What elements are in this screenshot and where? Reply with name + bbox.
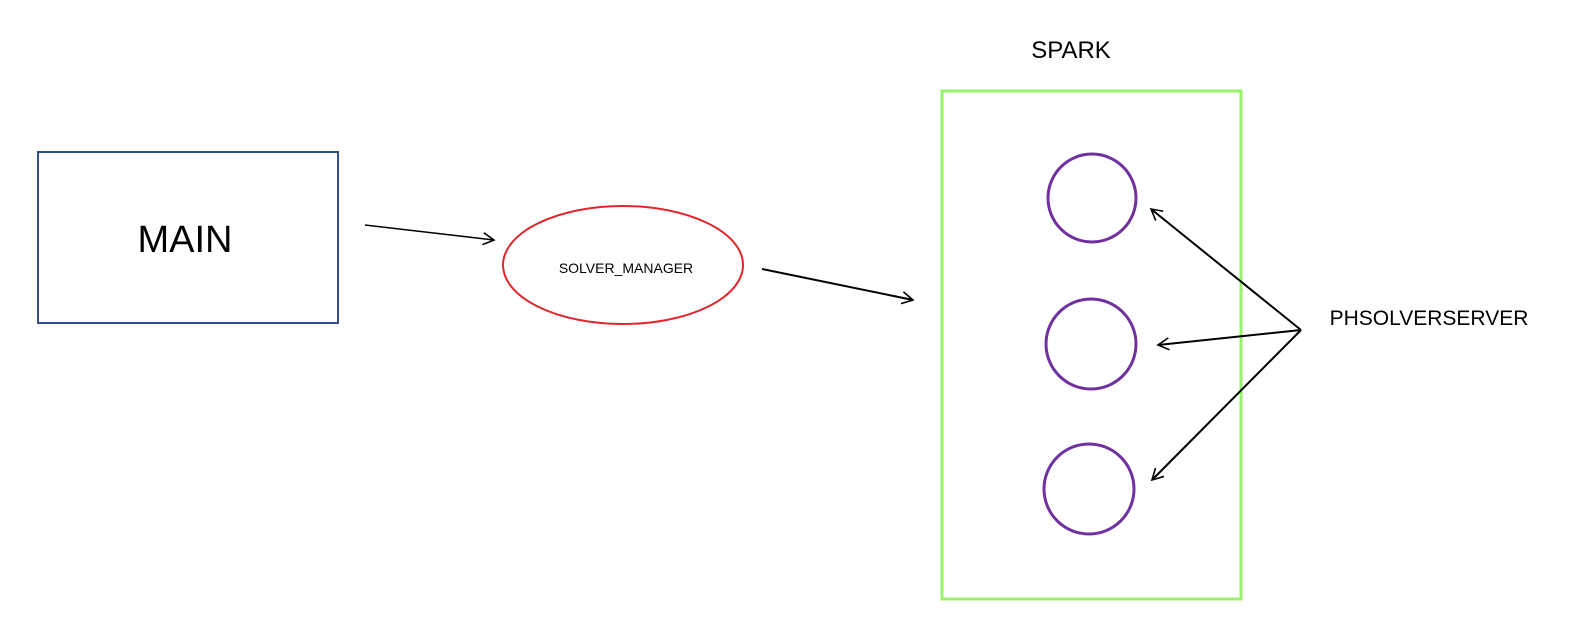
arrow-main-to-solver-manager: [364, 224, 496, 246]
spark-label: SPARK: [1031, 37, 1111, 64]
main-label: MAIN: [138, 219, 233, 261]
server-instance-1: [1046, 152, 1138, 244]
server-instance-3: [1042, 442, 1136, 536]
arrow-solver-manager-to-spark: [761, 268, 915, 305]
spark-box: [940, 89, 1243, 601]
main-node: MAIN: [37, 151, 339, 324]
solver-manager-node: SOLVER_MANAGER: [502, 205, 744, 325]
spark-node: SPARK: [940, 37, 1243, 601]
arrow-phsolverserver-to-instance-3: [1150, 329, 1302, 482]
server-instance-2: [1044, 297, 1138, 391]
phsolverserver-label: PHSOLVERSERVER: [1330, 307, 1529, 330]
solver-manager-ellipse: [502, 205, 744, 325]
arrow-phsolverserver-to-instance-1: [1149, 207, 1302, 331]
main-box: [37, 151, 339, 324]
arrow-phsolverserver-to-instance-2: [1156, 329, 1302, 351]
solver-manager-label: SOLVER_MANAGER: [559, 260, 693, 276]
edges: [364, 207, 1302, 482]
